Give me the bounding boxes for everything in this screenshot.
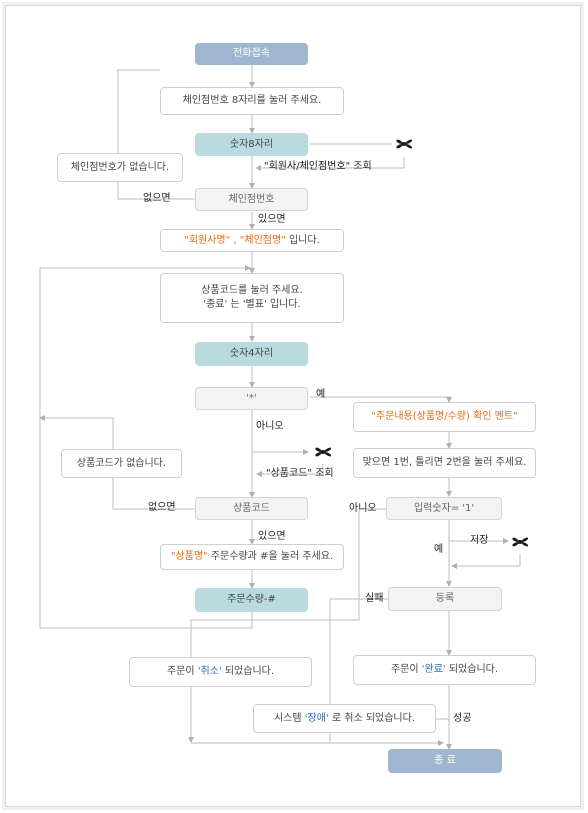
- fail-label: 실패: [365, 593, 384, 604]
- confirm-input-node: 맞으면 1번, 틀리면 2번을 눌러 주세요.: [353, 448, 536, 478]
- success-label: 성공: [453, 713, 472, 724]
- yes-star-label: 예: [316, 389, 326, 400]
- cancel-prefix: 주문이: [166, 666, 195, 677]
- cancel-word: '취소': [197, 666, 222, 677]
- fail-prefix: 시스템: [273, 712, 302, 724]
- save-label: 저장: [470, 535, 489, 546]
- digits4-label: 숫자4자리: [229, 348, 274, 359]
- input-check-node: 입력숫자= '1': [386, 497, 502, 520]
- chain-number-node: 체인점번호: [195, 188, 308, 211]
- order-qty-node: 주문수량-#: [195, 588, 308, 612]
- complete-node: 주문이 '완료' 되었습니다.: [353, 655, 536, 685]
- qty-prompt-text: 주문수량과 #을 눌러 주세요.: [210, 551, 334, 562]
- confirm-chain-node: "회원사명" , "체인점명" 입니다.: [160, 229, 344, 252]
- exists2-label: 있으면: [258, 531, 286, 542]
- failure-node: 시스템 '장애' 로 취소 되었습니다.: [253, 704, 436, 733]
- qty-prompt-node: "상품명" 주문수량과 #을 눌러 주세요.: [160, 544, 344, 570]
- lookup-product-word: 조회: [315, 468, 334, 479]
- order-qty-label: 주문수량-#: [227, 594, 276, 605]
- product-code-label: 상품코드: [233, 502, 270, 514]
- input-check-label: 입력숫자= '1': [413, 502, 475, 514]
- chain-name-text: "체인점명": [239, 234, 286, 246]
- no-product-label: 상품코드가 없습니다.: [76, 457, 167, 469]
- start-label: 전화접속: [233, 48, 270, 59]
- no-chain-node: 체인점번호가 없습니다.: [57, 153, 183, 182]
- digits4-node: 숫자4자리: [195, 342, 308, 366]
- fail-word: '장애': [304, 712, 329, 724]
- star-check-node: '*': [195, 387, 308, 410]
- order-confirm-label: "주문내용(상품명/수량) 확인 멘트": [371, 411, 518, 422]
- fan-icon: [509, 531, 531, 553]
- end-label: 종 료: [434, 755, 456, 766]
- cancel-node: 주문이 '취소' 되었습니다.: [129, 657, 312, 687]
- fail-suffix: 로 취소 되었습니다.: [331, 712, 416, 724]
- product-code-node: 상품코드: [195, 497, 308, 520]
- chain-prompt-node: 체인점번호 8자리를 눌러 주세요.: [160, 87, 344, 115]
- none1-label: 없으면: [143, 193, 171, 204]
- confirm-comma: ,: [233, 234, 237, 246]
- confirm-suffix: 입니다.: [288, 234, 320, 246]
- chain-number-label: 체인점번호: [228, 193, 275, 205]
- start-node: 전화접속: [195, 43, 308, 65]
- product-prompt-line1: 상품코드를 눌러 주세요.: [201, 285, 303, 296]
- lookup-chain-text: "회원사/체인점번호": [264, 161, 351, 172]
- no-input-label: 아니오: [349, 503, 377, 514]
- fan-icon: [312, 441, 334, 463]
- lookup-product-label: "상품코드" 조회: [266, 468, 334, 480]
- qty-product-name: "상품명": [170, 551, 208, 562]
- done-prefix: 주문이: [390, 664, 419, 675]
- product-prompt-line2: '종료' 는 '별표' 입니다.: [203, 299, 301, 310]
- no-product-node: 상품코드가 없습니다.: [61, 449, 182, 478]
- lookup-chain-word: 조회: [353, 161, 372, 172]
- none2-label: 없으면: [148, 502, 176, 513]
- done-word: '완료': [421, 664, 446, 675]
- yes-input-label: 예: [434, 544, 444, 555]
- done-suffix: 되었습니다.: [448, 664, 499, 675]
- digits8-label: 숫자8자리: [229, 138, 274, 150]
- confirm-input-label: 맞으면 1번, 틀리면 2번을 눌러 주세요.: [362, 457, 527, 468]
- member-name-text: "회원사명": [184, 234, 231, 246]
- star-check-label: '*': [246, 392, 257, 404]
- digits8-node: 숫자8자리: [195, 133, 308, 156]
- order-confirm-node: "주문내용(상품명/수량) 확인 멘트": [353, 402, 536, 432]
- lookup-product-text: "상품코드": [266, 468, 312, 479]
- register-label: 등록: [435, 593, 455, 604]
- end-node: 종 료: [388, 749, 502, 773]
- no-star-label: 아니오: [256, 421, 284, 432]
- register-node: 등록: [388, 587, 502, 611]
- exists1-label: 있으면: [258, 214, 286, 225]
- fan-icon: [393, 133, 415, 155]
- chain-prompt-label: 체인점번호 8자리를 눌러 주세요.: [182, 95, 322, 106]
- no-chain-label: 체인점번호가 없습니다.: [70, 161, 170, 173]
- lookup-chain-label: "회원사/체인점번호" 조회: [264, 161, 372, 173]
- product-prompt-node: 상품코드를 눌러 주세요. '종료' 는 '별표' 입니다.: [160, 273, 344, 323]
- cancel-suffix: 되었습니다.: [224, 666, 275, 677]
